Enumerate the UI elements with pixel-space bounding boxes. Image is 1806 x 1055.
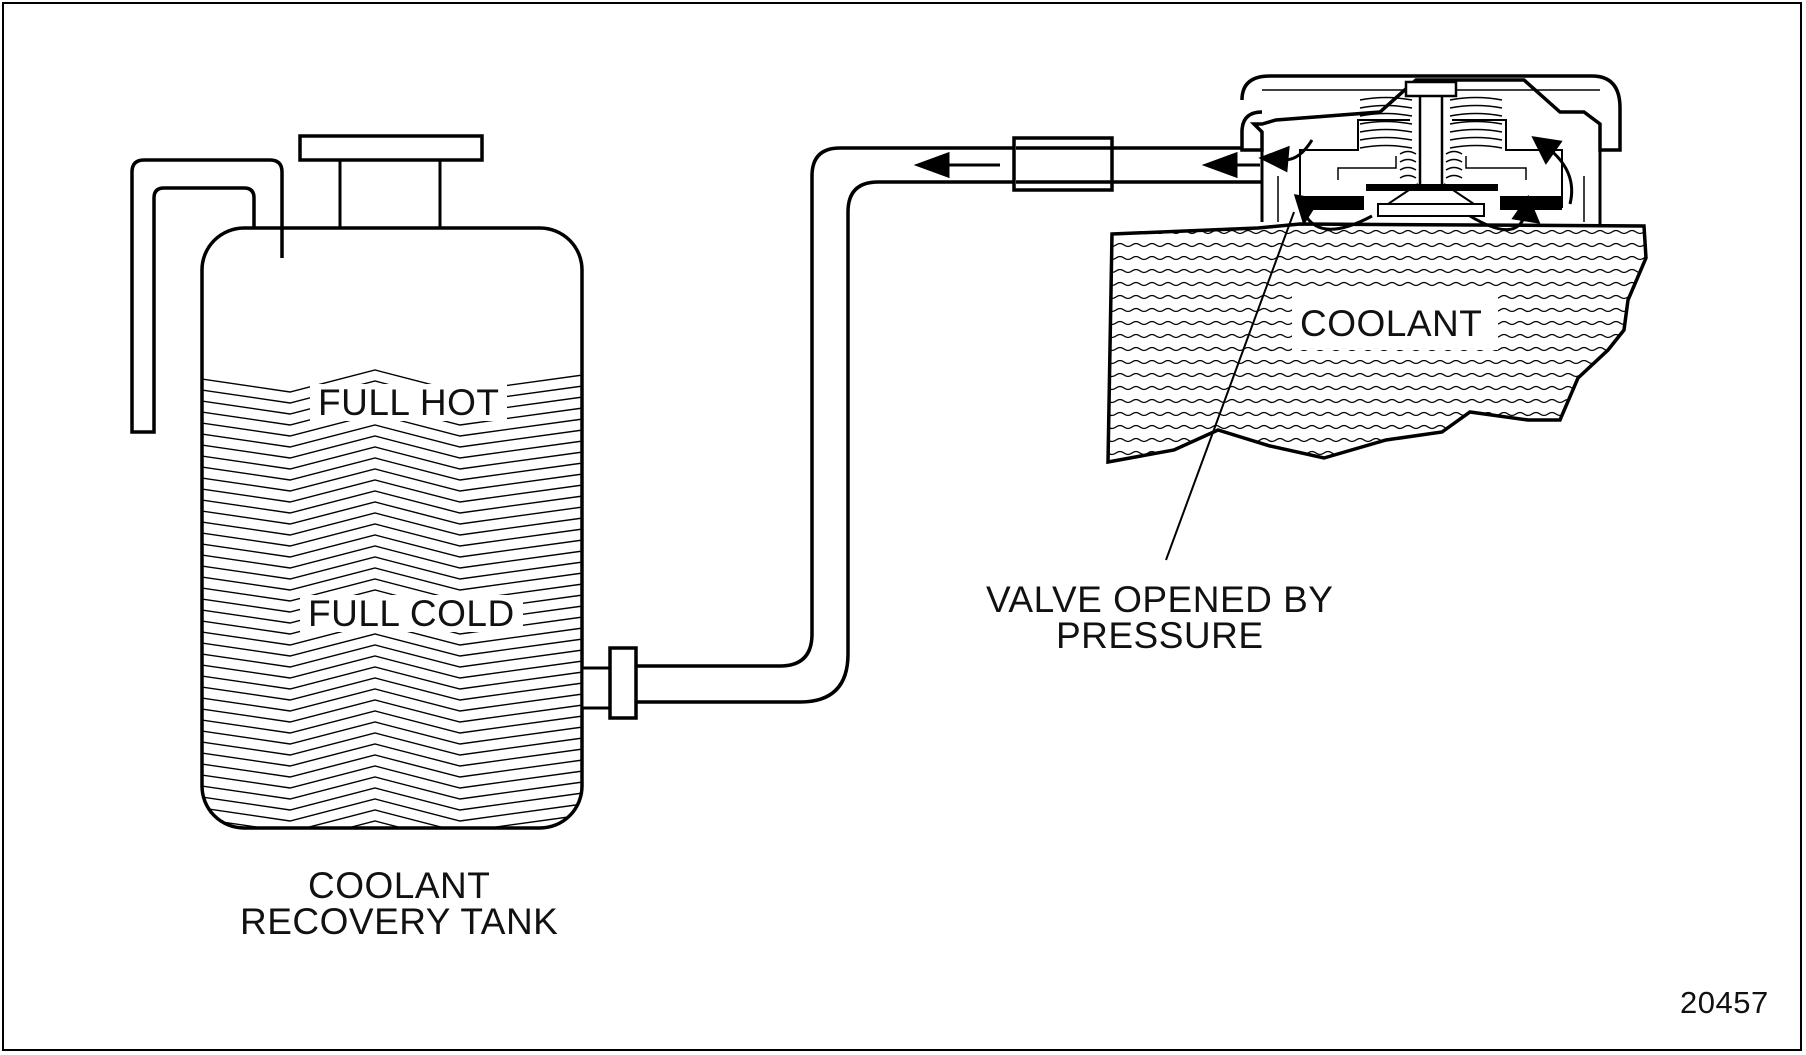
spring-coil bbox=[1359, 120, 1413, 125]
valve-label: VALVE OPENED BY PRESSURE bbox=[986, 579, 1334, 656]
spring-coil bbox=[1449, 144, 1503, 149]
full-cold-label: FULL COLD bbox=[300, 595, 523, 632]
spring-coil bbox=[1359, 112, 1413, 117]
liquid-hatch-line bbox=[202, 787, 582, 811]
coolant-wave-line bbox=[1108, 372, 1646, 378]
coolant-wave-line bbox=[1108, 411, 1646, 417]
spring-coil bbox=[1449, 128, 1503, 133]
liquid-hatch-line bbox=[202, 523, 582, 547]
valve-leader-line bbox=[1165, 211, 1295, 561]
liquid-hatch-line bbox=[202, 677, 582, 701]
spring-coil bbox=[1445, 174, 1463, 179]
recovery-tank bbox=[130, 134, 638, 830]
radiator-top-tank bbox=[1100, 222, 1660, 468]
spring-coil bbox=[1449, 104, 1503, 109]
coolant-wave-line bbox=[1108, 450, 1646, 456]
liquid-hatch-line bbox=[202, 501, 582, 525]
spring-coil bbox=[1359, 144, 1413, 149]
tank-label-line1: COOLANT bbox=[308, 865, 491, 906]
valve-label-line2: PRESSURE bbox=[1055, 615, 1264, 656]
flow-arrows-cap bbox=[1258, 136, 1574, 231]
tank-label-line2: RECOVERY TANK bbox=[240, 901, 559, 942]
liquid-hatch-line bbox=[202, 721, 582, 745]
liquid-hatch-line bbox=[202, 644, 582, 668]
liquid-hatch-line bbox=[202, 798, 582, 822]
spring-coil bbox=[1359, 96, 1413, 101]
pressure-cap bbox=[1240, 74, 1622, 226]
liquid-hatch-line bbox=[202, 743, 582, 767]
tank-label: COOLANT RECOVERY TANK bbox=[240, 865, 559, 942]
coolant-wave-line bbox=[1108, 398, 1646, 404]
spring-coil bbox=[1359, 128, 1413, 133]
spring-coil bbox=[1449, 96, 1503, 101]
spring-coil bbox=[1445, 150, 1463, 155]
liquid-hatch-line bbox=[202, 820, 582, 828]
flow-arrow-hose bbox=[913, 151, 1260, 179]
liquid-hatch-line bbox=[202, 666, 582, 690]
coolant-wave-line bbox=[1108, 359, 1646, 365]
coolant-wave-line bbox=[1108, 255, 1646, 261]
coolant-wave-line bbox=[1108, 281, 1646, 287]
liquid-hatch-line bbox=[202, 468, 582, 492]
liquid-hatch-line bbox=[202, 424, 582, 448]
spring-coil bbox=[1399, 174, 1417, 179]
coolant-label: COOLANT bbox=[1300, 303, 1483, 344]
liquid-hatch-line bbox=[202, 435, 582, 459]
liquid-hatch-line bbox=[202, 512, 582, 536]
spring-coil bbox=[1449, 136, 1503, 141]
spring-coil bbox=[1445, 158, 1463, 163]
spring-coil bbox=[1399, 158, 1417, 163]
valve-label-line1: VALVE OPENED BY bbox=[986, 579, 1334, 620]
liquid-hatch-line bbox=[202, 710, 582, 734]
liquid-hatch-line bbox=[202, 556, 582, 580]
coolant-wave-line bbox=[1108, 229, 1646, 235]
liquid-hatch-line bbox=[202, 765, 582, 789]
coolant-wave-line bbox=[1108, 242, 1646, 248]
liquid-hatch-line bbox=[202, 479, 582, 503]
liquid-hatch-line bbox=[202, 655, 582, 679]
full-hot-label: FULL HOT bbox=[310, 384, 508, 421]
liquid-hatch-line bbox=[202, 490, 582, 514]
liquid-hatch-line bbox=[202, 633, 582, 657]
figure-number: 20457 bbox=[1680, 985, 1769, 1020]
spring-coil bbox=[1399, 150, 1417, 155]
liquid-hatch-line bbox=[202, 567, 582, 591]
spring-coil bbox=[1359, 104, 1413, 109]
liquid-hatch-line bbox=[202, 754, 582, 778]
liquid-hatch-line bbox=[202, 545, 582, 569]
spring-coil bbox=[1445, 166, 1463, 171]
coolant-wave-line bbox=[1108, 424, 1646, 430]
liquid-hatch-line bbox=[202, 732, 582, 756]
spring-coil bbox=[1449, 112, 1503, 117]
liquid-hatch-line bbox=[202, 699, 582, 723]
spring-coil bbox=[1359, 136, 1413, 141]
liquid-hatch-line bbox=[202, 688, 582, 712]
coolant-wave-line bbox=[1100, 465, 1660, 468]
coolant-wave-line bbox=[1108, 385, 1646, 391]
overflow-hose bbox=[636, 136, 1262, 704]
liquid-hatch-line bbox=[202, 446, 582, 470]
spring-coil bbox=[1399, 166, 1417, 171]
coolant-wave-line bbox=[1108, 268, 1646, 274]
liquid-hatch-line bbox=[202, 457, 582, 481]
spring-coil bbox=[1449, 120, 1503, 125]
liquid-hatch-line bbox=[202, 534, 582, 558]
liquid-hatch-line bbox=[202, 776, 582, 800]
